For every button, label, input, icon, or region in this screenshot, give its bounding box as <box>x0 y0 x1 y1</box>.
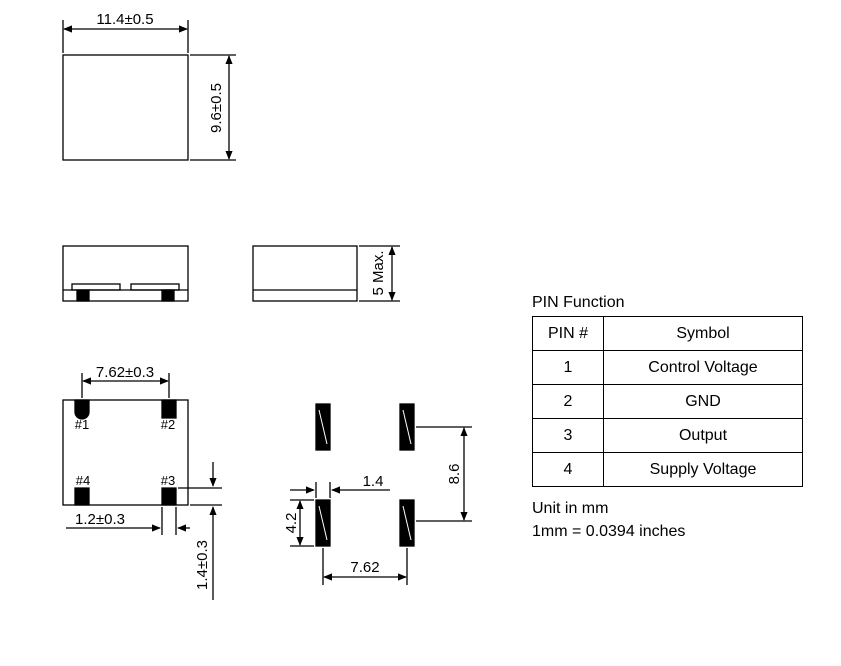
land-pad-height-label: 4.2 <box>283 513 300 534</box>
symbol-cell: GND <box>603 384 803 419</box>
bottom-view <box>62 373 222 600</box>
table-header-row: PIN # Symbol <box>532 316 803 351</box>
pin-label-2: #2 <box>161 417 175 432</box>
land-horizontal-pitch-label: 7.62 <box>350 559 379 576</box>
unit-note: Unit in mm <box>532 500 609 517</box>
bottom-view-body <box>62 399 189 506</box>
pin-label-4: #4 <box>76 473 90 488</box>
pin-label-1: #1 <box>75 417 89 432</box>
table-row: 4 Supply Voltage <box>532 452 803 487</box>
pin-spacing-dim-label: 7.62±0.3 <box>96 364 154 381</box>
land-pattern <box>290 403 472 585</box>
pad-1 <box>74 399 90 420</box>
side-pad-right <box>161 289 175 302</box>
land-pad-width-label: 1.4 <box>363 473 384 490</box>
land-vertical-pitch-label: 8.6 <box>446 464 463 485</box>
pin-cell: 4 <box>532 452 604 487</box>
side-view-left <box>62 245 189 302</box>
pin-function-table: PIN # Symbol 1 Control Voltage 2 GND 3 O… <box>532 316 803 487</box>
table-row: 3 Output <box>532 418 803 453</box>
symbol-cell: Supply Voltage <box>603 452 803 487</box>
pin-label-3: #3 <box>161 473 175 488</box>
pin-cell: 2 <box>532 384 604 419</box>
symbol-cell: Control Voltage <box>603 350 803 385</box>
top-view-body <box>62 54 189 161</box>
pin-cell: 3 <box>532 418 604 453</box>
pad-height-dim-label: 1.4±0.3 <box>194 540 211 590</box>
pad-width-dim-label: 1.2±0.3 <box>75 511 125 528</box>
top-height-dim-label: 9.6±0.5 <box>208 83 225 133</box>
side-view-right <box>252 245 400 302</box>
pad-3 <box>161 487 177 506</box>
symbol-cell: Output <box>603 418 803 453</box>
table-row: 2 GND <box>532 384 803 419</box>
pin-cell: 1 <box>532 350 604 385</box>
header-pin: PIN # <box>532 316 604 351</box>
header-symbol: Symbol <box>603 316 803 351</box>
pad-2 <box>161 399 177 419</box>
top-view <box>62 20 236 161</box>
side-height-dim-label: 5 Max. <box>370 250 387 295</box>
conversion-note: 1mm = 0.0394 inches <box>532 523 686 540</box>
table-row: 1 Control Voltage <box>532 350 803 385</box>
side-pad-left <box>76 289 90 302</box>
pin-table-title: PIN Function <box>532 294 625 311</box>
top-width-dim-label: 11.4±0.5 <box>96 11 153 28</box>
pad-4 <box>74 487 90 506</box>
